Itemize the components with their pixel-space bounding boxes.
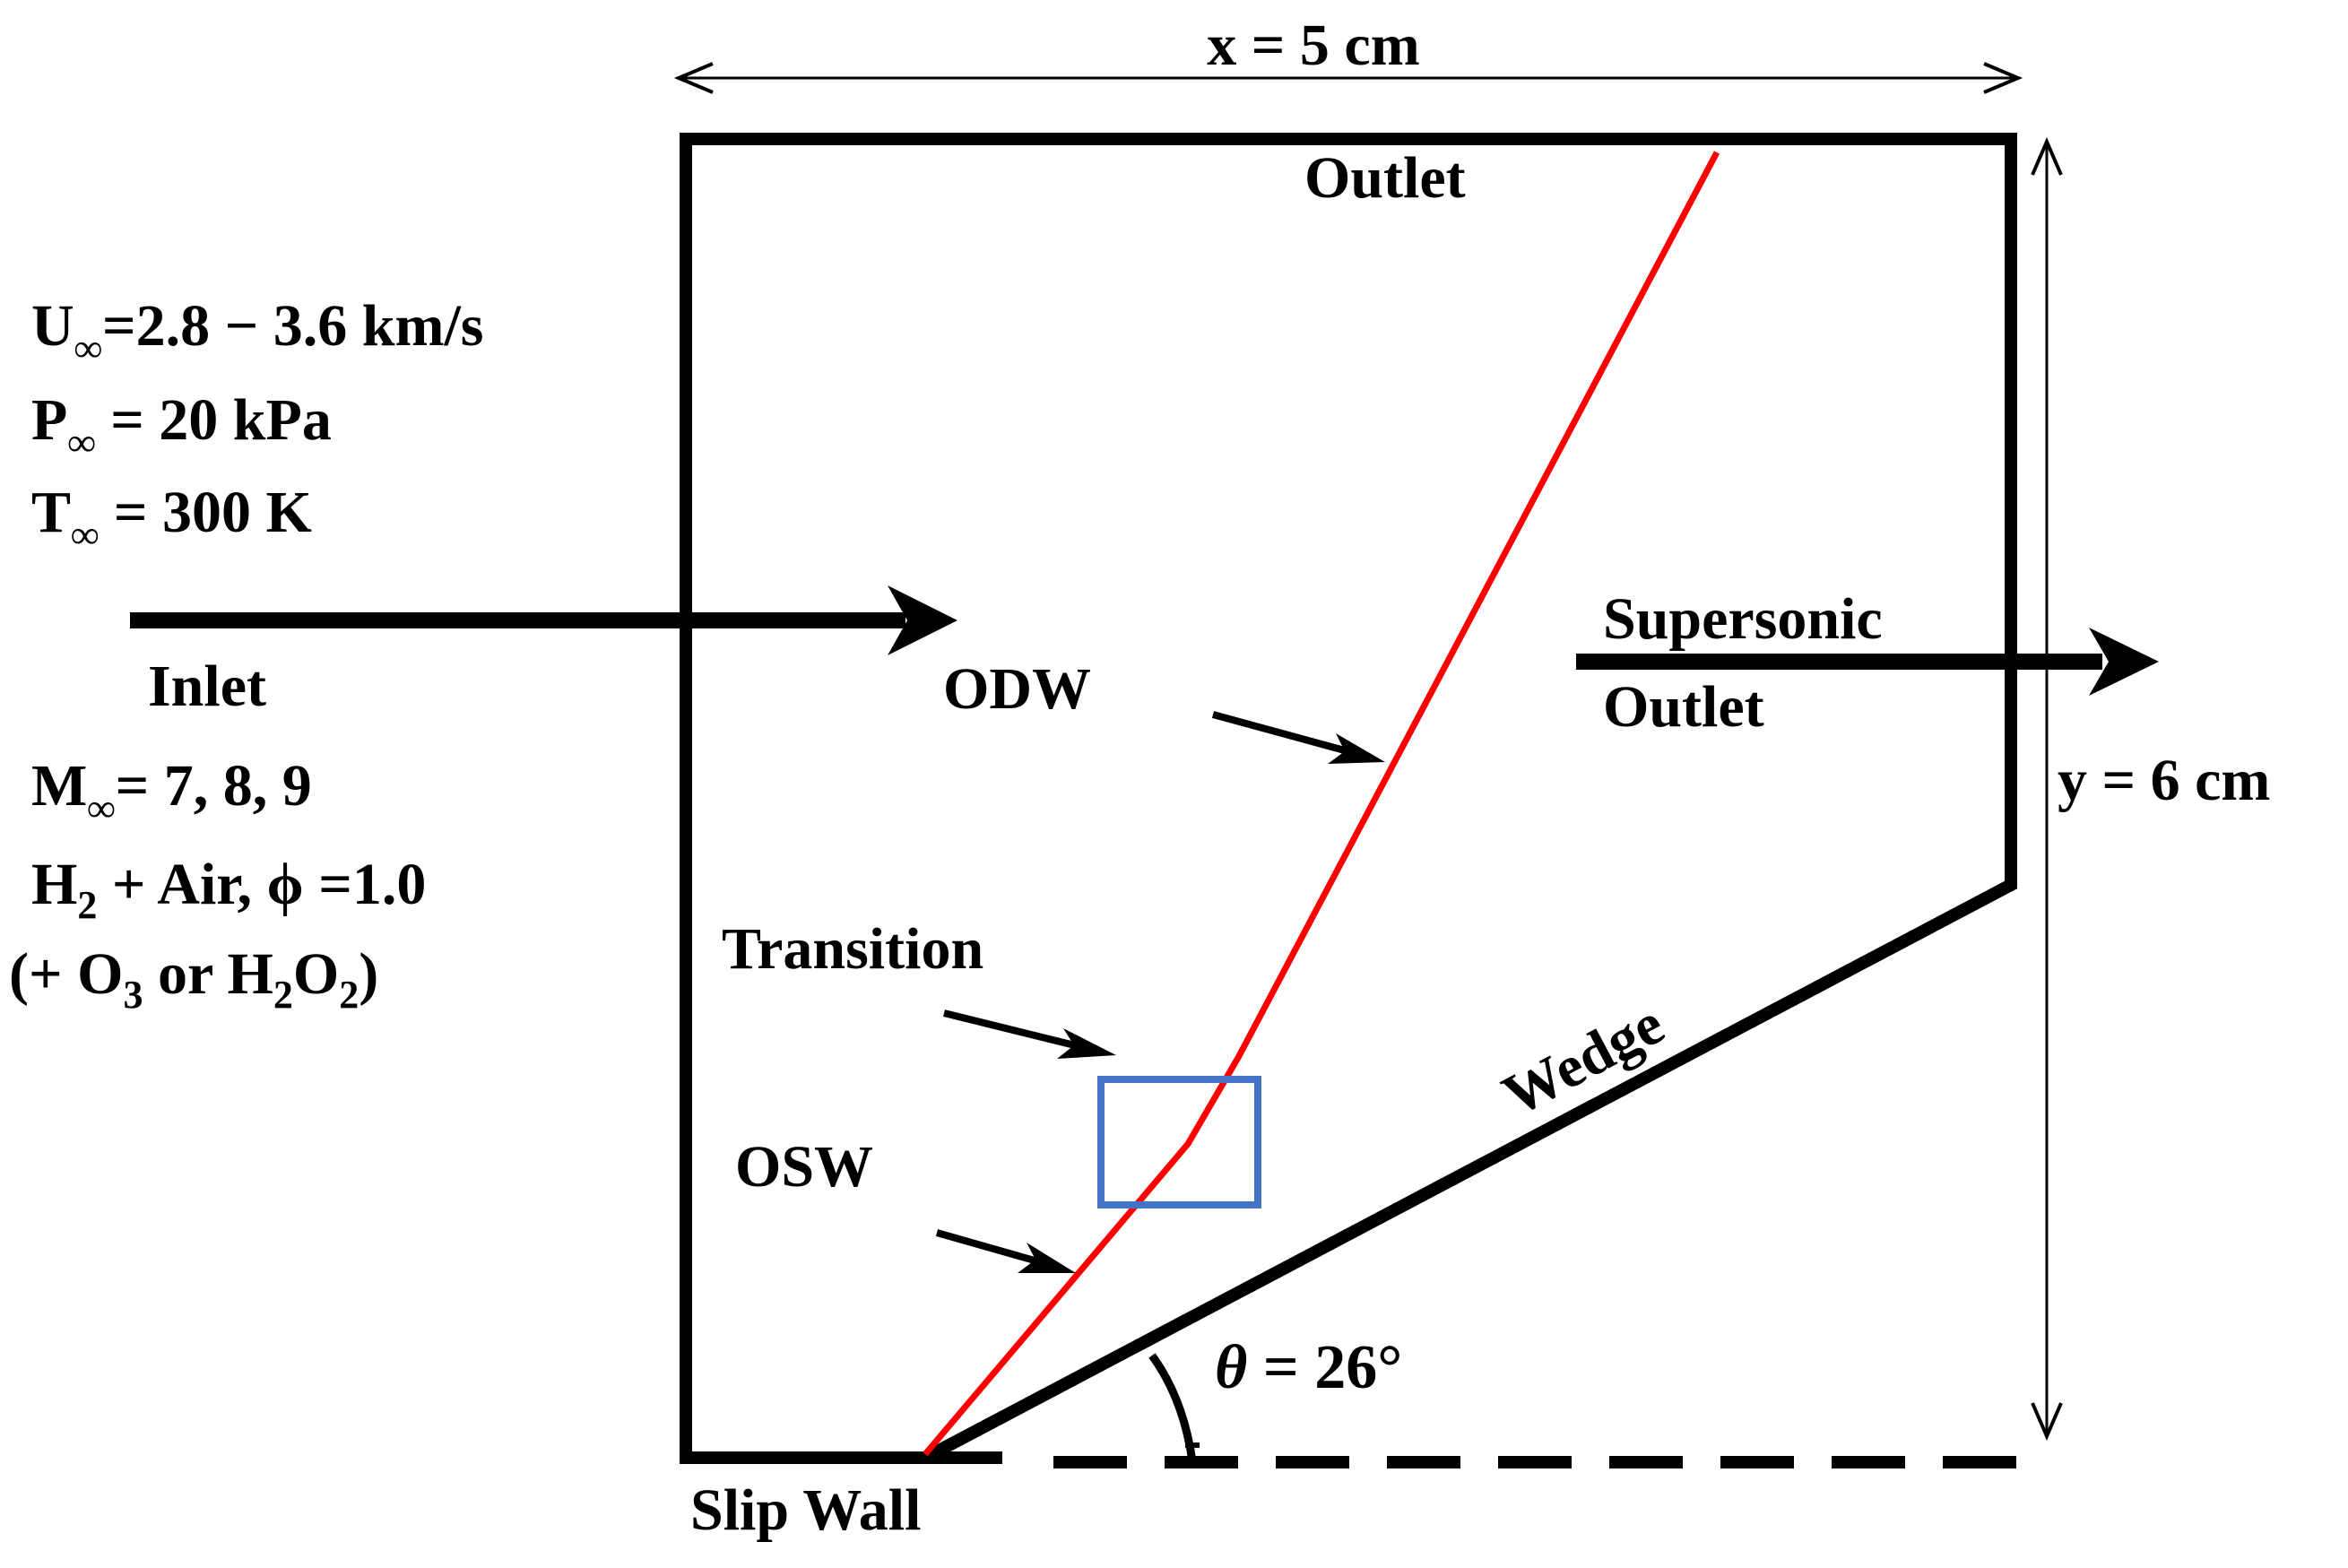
osw-label: OSW — [735, 1134, 873, 1200]
additive-sub-2: 2 — [273, 973, 293, 1017]
transition-box — [1097, 1076, 1261, 1208]
transition-label: Transition — [722, 916, 983, 982]
velocity-inf-sub: ∞ — [74, 326, 102, 370]
velocity-line: U∞=2.8 − 3.6 km/s — [31, 293, 483, 370]
odw-label: ODW — [943, 656, 1091, 722]
mach-value: = 7, 8, 9 — [116, 753, 312, 819]
mach-line: M∞= 7, 8, 9 — [31, 753, 312, 830]
temperature-symbol: T — [31, 480, 71, 545]
inlet-arrow — [130, 585, 957, 655]
temperature-value: = 300 K — [99, 480, 311, 545]
supersonic-outlet-arrow — [1576, 628, 2159, 696]
angle-symbol: θ — [1215, 1333, 1247, 1402]
wedge-angle-label: θ = 26° — [1215, 1333, 1402, 1402]
mixture-rest: + Air, — [97, 852, 266, 917]
mach-symbol: M — [31, 753, 87, 819]
transition-pointer-arrow — [943, 1009, 1116, 1059]
mixture-h: H — [31, 852, 77, 917]
mixture-h-sub: 2 — [77, 883, 97, 927]
pressure-line: P∞ = 20 kPa — [31, 387, 332, 464]
additive-line: (+ O3 or H2O2) — [9, 941, 378, 1017]
temperature-line: T∞ = 300 K — [31, 480, 312, 557]
temperature-inf-sub: ∞ — [71, 513, 99, 557]
y-dimension-arrow — [2031, 136, 2063, 1442]
additive-sub-3: 2 — [339, 973, 359, 1017]
supersonic-outlet-label-line1: Supersonic — [1603, 586, 1883, 652]
additive-part-b: or H — [143, 941, 273, 1007]
odw-pointer-arrow — [1211, 711, 1385, 764]
pressure-inf-sub: ∞ — [67, 420, 95, 464]
velocity-value: =2.8 − 3.6 km/s — [102, 293, 483, 359]
slip-wall-label: Slip Wall — [690, 1477, 921, 1543]
outlet-label: Outlet — [1304, 145, 1466, 211]
y-dimension-label: y = 6 cm — [2058, 748, 2270, 813]
additive-part-d: ) — [359, 941, 378, 1007]
pressure-value: = 20 kPa — [96, 387, 332, 453]
mach-inf-sub: ∞ — [87, 786, 115, 830]
x-dimension-label: x = 5 cm — [1207, 13, 1419, 78]
phi-value: =1.0 — [304, 852, 427, 917]
osw-pointer-arrow — [935, 1229, 1076, 1273]
additive-part-c: O — [293, 941, 339, 1007]
supersonic-outlet-label-line2: Outlet — [1603, 674, 1764, 740]
velocity-symbol: U — [31, 293, 74, 359]
pressure-symbol: P — [31, 387, 67, 453]
additive-sub-1: 3 — [123, 973, 143, 1017]
angle-value: = 26° — [1247, 1333, 1402, 1402]
phi-symbol: ϕ — [267, 852, 304, 917]
inlet-label: Inlet — [148, 654, 266, 719]
x-dimension-arrow — [673, 62, 2023, 94]
domain-boundary — [680, 133, 2017, 1464]
mixture-line: H2 + Air, ϕ =1.0 — [31, 852, 426, 927]
additive-part-a: (+ O — [9, 941, 123, 1007]
oblique-wave-line — [923, 151, 1720, 1457]
